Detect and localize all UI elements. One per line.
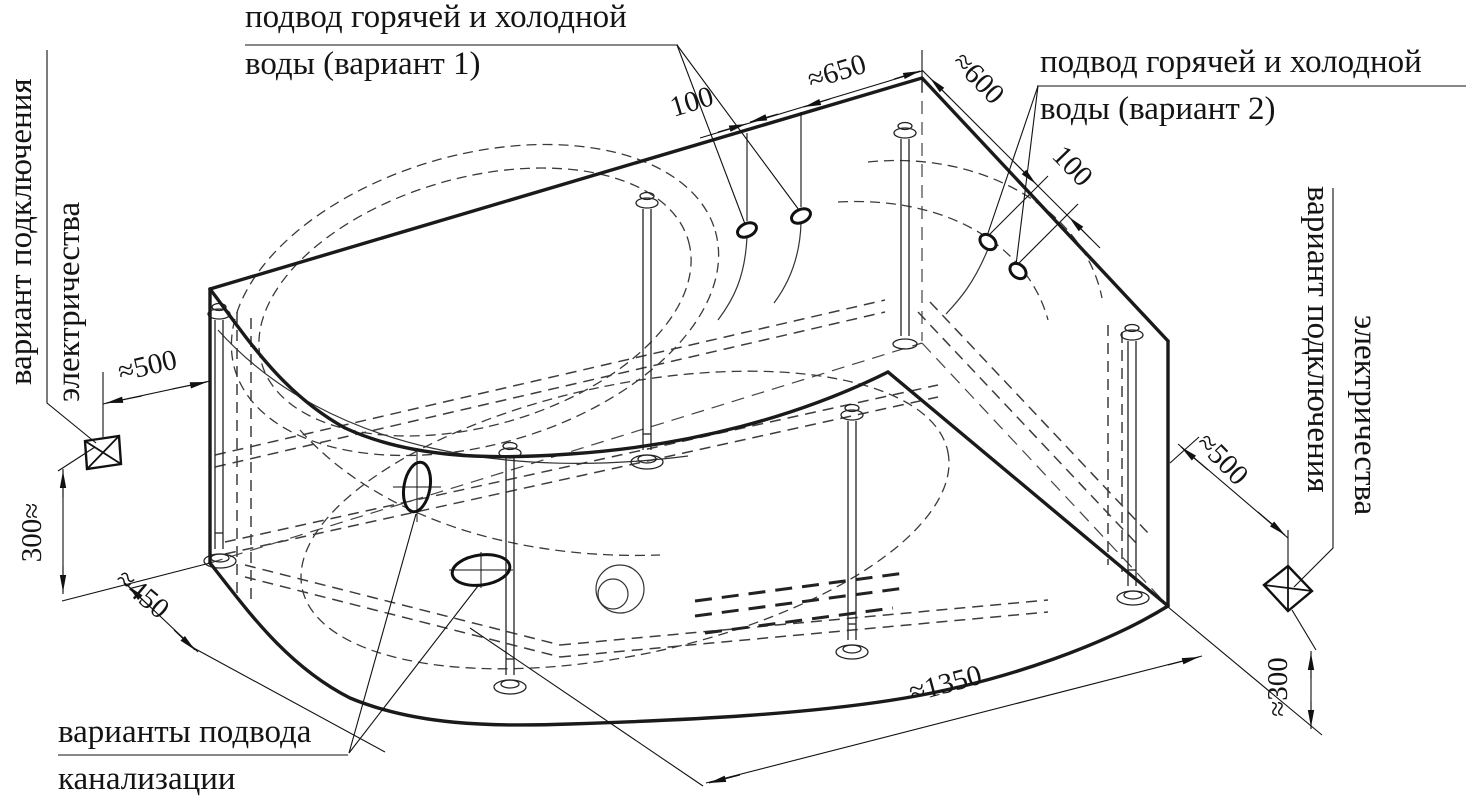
floor-front-edge: [208, 561, 1170, 727]
leader-lines: [46, 44, 1466, 756]
leg: [1116, 323, 1150, 606]
dimension-lines: [62, 69, 1312, 784]
hole-variant2-hot: [978, 232, 998, 252]
leg: [892, 121, 918, 350]
label-electric-right-line2: электричества: [1347, 315, 1383, 516]
tub-outline: [208, 76, 1170, 727]
dim-left-300: 300≈: [16, 502, 48, 563]
label-water-supply-variant1-line2: воды (вариант 1): [245, 46, 481, 82]
water-supply-holes: [736, 207, 1028, 281]
sewer-pipe-dashes: [694, 571, 906, 635]
hidden-edges: [209, 80, 1169, 607]
electric-symbol-right: [1262, 564, 1314, 613]
label-sewer-line2: канализации: [58, 761, 236, 797]
label-water-supply-variant2-line1: подвод горячей и холодной: [1040, 44, 1422, 80]
label-water-supply-variant2-line2: воды (вариант 2): [1040, 91, 1276, 127]
frame-rails: [214, 299, 1149, 658]
leg: [493, 441, 527, 695]
deck-front-edge: [208, 287, 890, 459]
drain-inner-circle: [597, 578, 629, 610]
leg: [630, 191, 664, 470]
dimension-arrows: [59, 70, 1315, 784]
label-electric-left-line2: электричества: [51, 201, 87, 402]
hole-variant1-cold: [790, 207, 812, 225]
drain-circle: [595, 564, 645, 614]
hole-variant2-cold: [1008, 261, 1028, 281]
label-water-supply-variant1-line1: подвод горячей и холодной: [245, 0, 627, 35]
extension-lines: [57, 50, 1323, 787]
basin-contours: [230, 143, 1103, 670]
hole-variant1-hot: [736, 221, 758, 239]
leg: [835, 403, 869, 660]
label-electric-left-line1: вариант подключения: [3, 78, 39, 385]
support-legs: [203, 121, 1150, 695]
dim-right-300: ≈300: [1262, 657, 1294, 717]
electric-symbol-left: [83, 434, 123, 471]
label-electric-right-line1: вариант подключения: [1300, 186, 1336, 493]
basin-front-wall: [217, 222, 989, 614]
label-sewer-line1: варианты подвода: [58, 714, 312, 750]
sewer-connection-marks: [393, 452, 513, 588]
deck-right-edge: [886, 370, 1170, 608]
